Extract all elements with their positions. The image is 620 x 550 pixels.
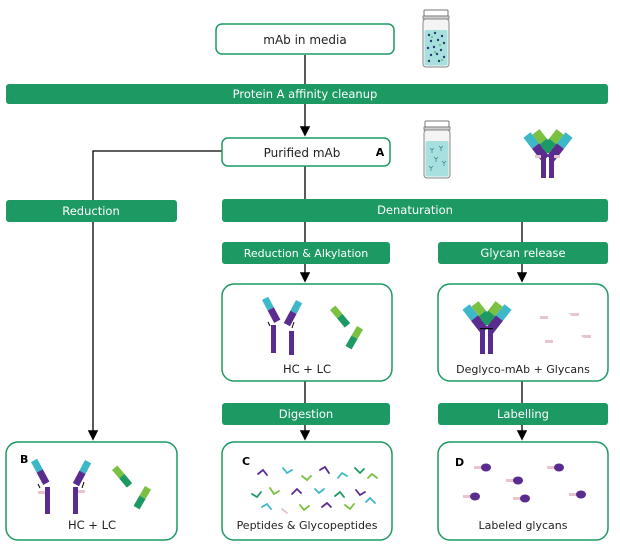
panel-b-light-chain-icon	[112, 465, 152, 510]
hc-lc-left-label: HC + LC	[68, 518, 116, 532]
denaturation-bar: Denaturation	[222, 199, 608, 222]
line-purified-to-reduction	[92, 150, 222, 200]
protein-a-label: Protein A affinity cleanup	[233, 87, 378, 101]
released-glycans-icon	[540, 313, 591, 343]
vial-purified-icon	[423, 120, 451, 179]
labeled-glycans-label: Labeled glycans	[479, 519, 568, 532]
reduction-bar: Reduction	[6, 200, 177, 222]
panel-letter-b: B	[20, 453, 28, 466]
heavy-chain-icon	[262, 296, 303, 355]
purified-mab-box: Purified mAb A	[221, 137, 391, 167]
purified-mab-label: Purified mAb	[264, 146, 341, 160]
hc-lc-middle-label: HC + LC	[283, 362, 331, 376]
labeled-glycans-icon	[463, 463, 586, 503]
reduction-label: Reduction	[62, 204, 120, 218]
antibody-icon	[523, 129, 573, 178]
glycan-release-label: Glycan release	[480, 246, 565, 260]
labelling-bar: Labelling	[438, 403, 608, 425]
peptide-fragments-icon	[251, 465, 378, 514]
denaturation-label: Denaturation	[377, 203, 453, 217]
mab-in-media-box: mAb in media	[215, 23, 395, 55]
panel-letter-c: C	[242, 455, 250, 468]
labelling-label: Labelling	[497, 407, 549, 421]
hc-lc-panel: HC + LC	[221, 283, 393, 382]
digestion-bar: Digestion	[222, 403, 390, 425]
glycan-release-bar: Glycan release	[438, 242, 608, 264]
peptides-label: Peptides & Glycopeptides	[237, 519, 378, 532]
reduction-alkylation-label: Reduction & Alkylation	[244, 247, 369, 260]
deglyco-label: Deglyco-mAb + Glycans	[456, 363, 590, 376]
deglyco-antibody-icon	[462, 301, 512, 354]
panel-b-heavy-chain-icon	[31, 458, 92, 514]
mab-in-media-label: mAb in media	[263, 33, 346, 47]
connectors	[87, 55, 528, 441]
panel-b: B HC + LC	[5, 441, 178, 541]
digestion-label: Digestion	[279, 407, 333, 421]
vial-media-icon	[422, 9, 450, 68]
protein-a-bar: Protein A affinity cleanup	[6, 84, 608, 104]
panel-letter-a: A	[376, 146, 385, 159]
reduction-alkylation-bar: Reduction & Alkylation	[222, 242, 390, 264]
panel-letter-d: D	[455, 456, 464, 469]
deglyco-panel: Deglyco-mAb + Glycans	[437, 283, 609, 382]
panel-c: C Peptides & Glycopeptides	[221, 441, 393, 541]
light-chain-icon	[330, 305, 364, 350]
